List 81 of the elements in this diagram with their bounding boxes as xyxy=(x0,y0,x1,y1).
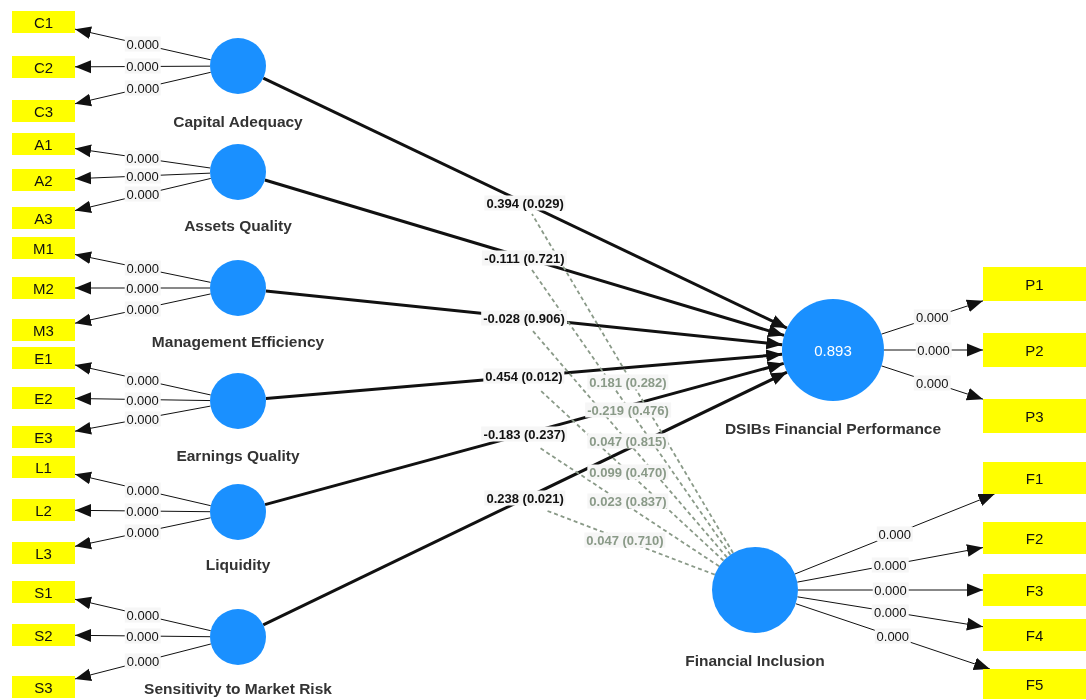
edge-label: 0.000 xyxy=(124,503,161,519)
construct-name: Management Efficiency xyxy=(151,333,325,351)
construct-name: Liquidity xyxy=(205,556,271,574)
indicator-box: F5 xyxy=(983,669,1086,699)
indicator-box: P3 xyxy=(983,399,1086,433)
edge-label: -0.183 (0.237) xyxy=(481,426,568,442)
indicator-box: C3 xyxy=(12,100,75,122)
indicator-box: S1 xyxy=(12,581,75,603)
edge-label: 0.000 xyxy=(871,557,909,573)
edge-label: 0.000 xyxy=(124,59,161,74)
edge-label: 0.000 xyxy=(124,482,162,498)
edge-label: 0.000 xyxy=(124,280,161,296)
indicator-box: M1 xyxy=(12,237,75,259)
indicator-box: A2 xyxy=(12,169,75,191)
dashed-line xyxy=(539,447,720,568)
arrow xyxy=(262,76,788,330)
construct-name: Earnings Quality xyxy=(176,447,300,465)
edge-label: 0.000 xyxy=(124,411,161,427)
edge-label: 0.000 xyxy=(872,582,909,598)
dashed-line xyxy=(531,269,732,556)
indicator-box: E3 xyxy=(12,426,75,448)
indicator-box: F1 xyxy=(983,462,1086,494)
edge-label: 0.023 (0.837) xyxy=(587,493,669,509)
edge-label: 0.000 xyxy=(124,80,162,96)
construct-name: Financial Inclusion xyxy=(685,652,825,670)
indicator-box: S2 xyxy=(12,624,75,646)
dashed-line xyxy=(539,389,725,562)
edge-label: 0.000 xyxy=(913,310,951,325)
indicator-box: P1 xyxy=(983,267,1086,301)
indicator-box: L2 xyxy=(12,499,75,521)
edge-label: 0.000 xyxy=(913,375,951,390)
edge-label: 0.000 xyxy=(124,150,161,166)
edge-label: 0.181 (0.282) xyxy=(587,374,669,390)
edge-label: 0.000 xyxy=(124,653,162,669)
edge-label: 0.000 xyxy=(124,301,162,317)
indicator-box: C1 xyxy=(12,11,75,33)
indicator-box: E1 xyxy=(12,347,75,369)
indicator-box: C2 xyxy=(12,56,75,78)
edge-label: 0.238 (0.021) xyxy=(484,491,566,506)
arrow xyxy=(264,178,785,337)
edge-label: 0.000 xyxy=(124,392,161,407)
indicator-box: A3 xyxy=(12,207,75,229)
indicator-box: S3 xyxy=(12,676,75,698)
indicator-box: F3 xyxy=(983,574,1086,606)
indicator-box: F2 xyxy=(983,522,1086,554)
edge-label: 0.454 (0.012) xyxy=(483,368,565,384)
indicator-box: L3 xyxy=(12,542,75,564)
indicator-box: M3 xyxy=(12,319,75,341)
indicator-box: P2 xyxy=(983,333,1086,367)
edge-label: -0.219 (0.476) xyxy=(585,402,671,418)
construct-name: Capital Adequacy xyxy=(173,113,303,131)
edge-label: 0.000 xyxy=(876,526,913,542)
edge-label: 0.000 xyxy=(124,628,161,644)
dashed-line xyxy=(531,329,728,559)
edge-label: 0.000 xyxy=(124,168,161,184)
edge-label: 0.099 (0.470) xyxy=(587,464,669,480)
dashed-line xyxy=(531,213,734,554)
indicator-box: M2 xyxy=(12,277,75,299)
edge-label: 0.000 xyxy=(124,187,162,202)
edge-label: -0.028 (0.906) xyxy=(481,310,567,326)
edge-label: 0.394 (0.029) xyxy=(484,195,566,211)
edge-label: 0.000 xyxy=(124,372,162,388)
indicator-box: L1 xyxy=(12,456,75,478)
indicator-box: E2 xyxy=(12,387,75,409)
edge-label: 0.000 xyxy=(915,342,952,358)
edge-label: 0.047 (0.815) xyxy=(587,433,669,449)
indicator-box: A1 xyxy=(12,133,75,155)
arrow xyxy=(262,370,788,627)
edge-label: 0.000 xyxy=(124,524,162,540)
construct-name: Sensitivity to Market Risk xyxy=(144,680,332,698)
edge-label: 0.000 xyxy=(124,36,162,52)
edge-label: 0.000 xyxy=(871,604,909,620)
edge-label: 0.000 xyxy=(124,607,162,623)
indicator-box: F4 xyxy=(983,619,1086,651)
latent-variable-circle: 0.893 xyxy=(782,299,884,401)
edge-label: 0.000 xyxy=(124,260,162,276)
edge-label: -0.111 (0.721) xyxy=(482,250,567,266)
edge-label: 0.047 (0.710) xyxy=(584,532,666,548)
construct-name: DSIBs Financial Performance xyxy=(724,420,942,438)
edge-label: 0.000 xyxy=(874,628,912,644)
construct-name: Assets Quality xyxy=(184,217,292,235)
